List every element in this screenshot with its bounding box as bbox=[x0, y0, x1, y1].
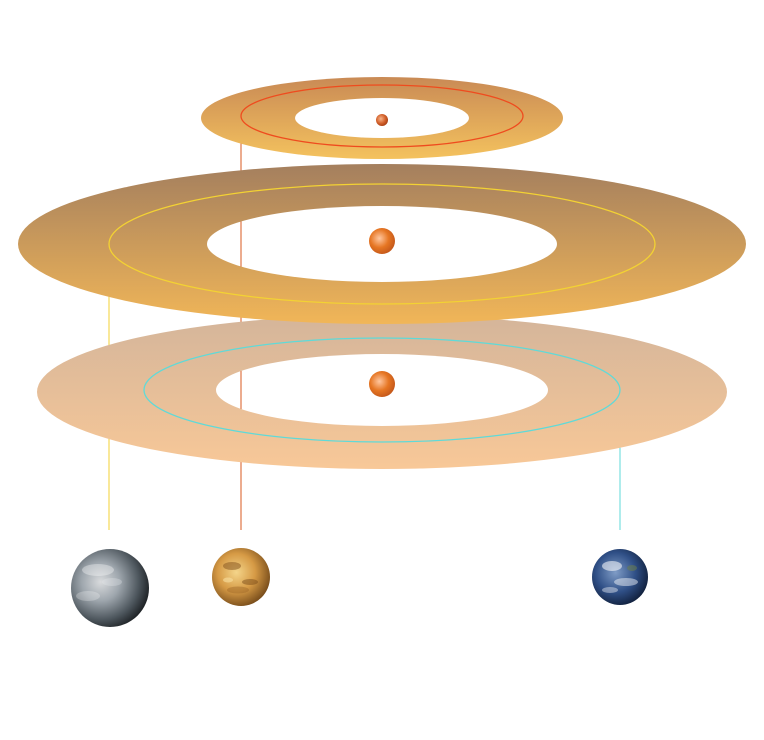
orbit-middle bbox=[108, 183, 656, 305]
system-top bbox=[201, 77, 563, 159]
star-top bbox=[376, 114, 388, 126]
orbit-top bbox=[240, 84, 524, 148]
ocean-planet-icon bbox=[71, 549, 149, 627]
earth-icon bbox=[592, 549, 648, 605]
system-middle bbox=[18, 164, 746, 324]
star-middle bbox=[369, 228, 395, 254]
desert-planet-icon bbox=[212, 548, 270, 606]
orbit-bottom bbox=[143, 337, 621, 443]
system-bottom bbox=[37, 315, 727, 469]
star-bottom bbox=[369, 371, 395, 397]
